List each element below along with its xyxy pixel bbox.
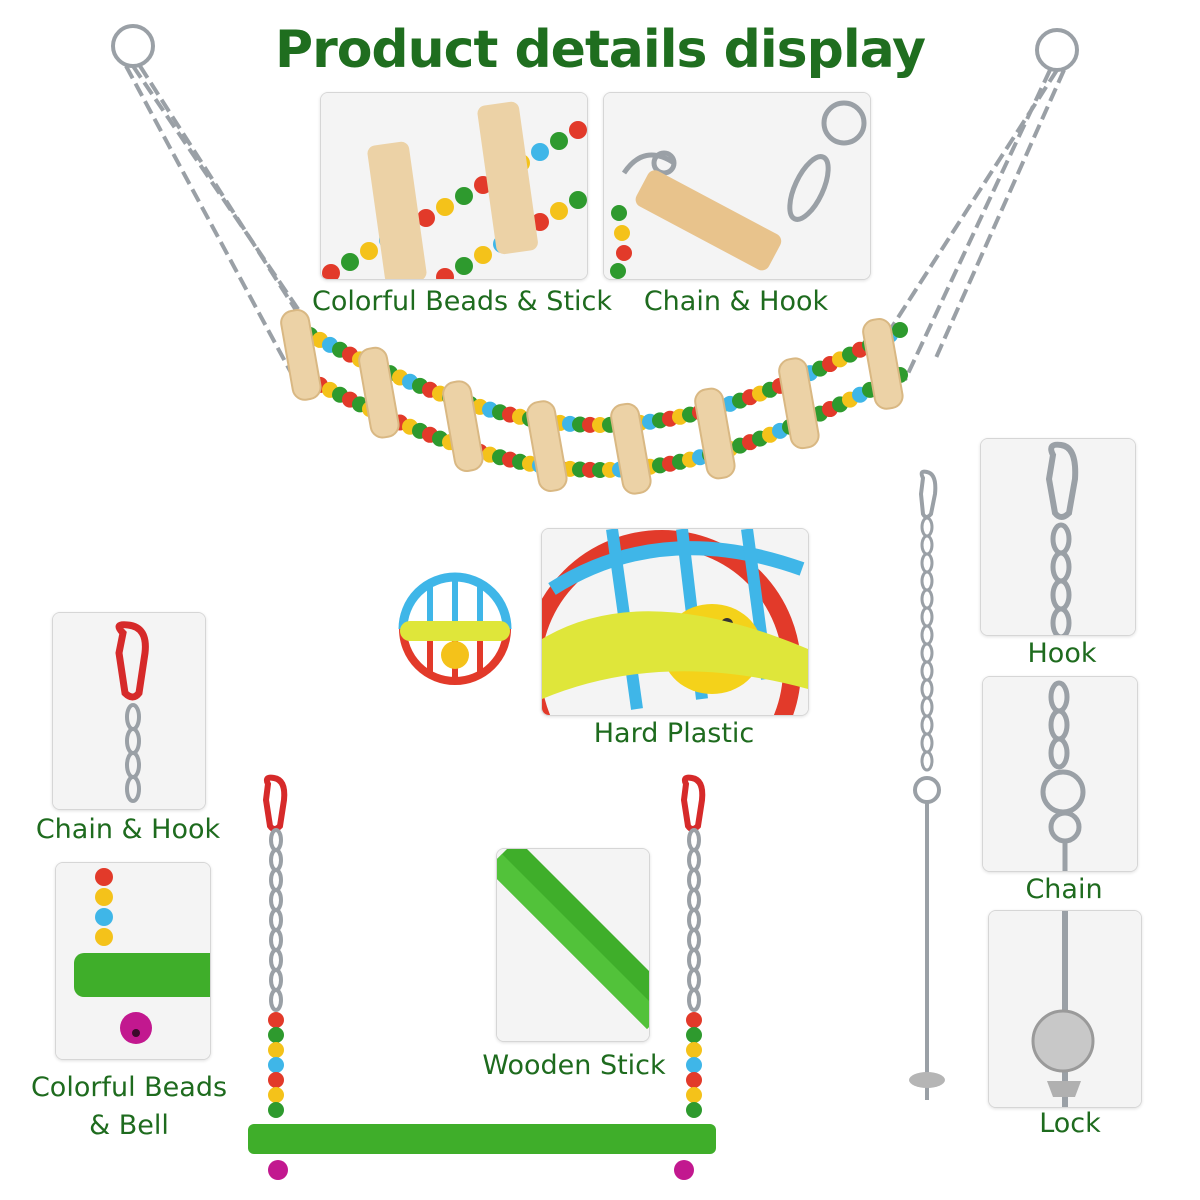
- wooden-stick-card: [496, 848, 650, 1042]
- chain-hook-left-card: [52, 612, 206, 810]
- chain-card: [982, 676, 1138, 872]
- ladder-bridge-image: [111, 24, 1079, 495]
- beads-stick-label: Colorful Beads & Stick: [312, 286, 613, 317]
- lock-nut-closeup-icon: [989, 911, 1141, 1107]
- green-stick-closeup-icon: [497, 849, 649, 1041]
- chain-hook-closeup-icon: [604, 93, 870, 279]
- hook-closeup-icon: [981, 439, 1135, 635]
- hard-plastic-card: [541, 528, 809, 716]
- right-hanging-chains: [888, 28, 1079, 381]
- page-title: Product details display: [274, 20, 926, 80]
- beads-stick-card: [320, 92, 588, 280]
- skewer-holder-image: [909, 469, 945, 1100]
- hard-plastic-label: Hard Plastic: [593, 718, 755, 749]
- chain-ring-closeup-icon: [983, 677, 1137, 871]
- small-ball-image: [398, 572, 512, 685]
- perch-swing-image: [248, 774, 716, 1180]
- chain-hook-left-label: Chain & Hook: [35, 814, 221, 845]
- plastic-ball-closeup-icon: [542, 529, 808, 715]
- beads-bell-label-line1: Colorful Beads: [30, 1072, 228, 1103]
- chain-label: Chain: [1025, 874, 1103, 905]
- wooden-stick-label: Wooden Stick: [482, 1050, 666, 1081]
- carabiner-chain-icon: [53, 613, 205, 809]
- hook-label: Hook: [1027, 638, 1097, 669]
- chain-hook-top-card: [603, 92, 871, 280]
- left-hanging-chains: [111, 24, 317, 381]
- hook-card: [980, 438, 1136, 636]
- beads-stick-closeup-icon: [321, 93, 587, 279]
- beads-bell-closeup-icon: [56, 863, 210, 1059]
- beads-bell-label-line2: & Bell: [89, 1110, 169, 1141]
- lock-card: [988, 910, 1142, 1108]
- chain-hook-top-label: Chain & Hook: [643, 286, 829, 317]
- lock-label: Lock: [1039, 1108, 1101, 1139]
- beads-bell-card: [55, 862, 211, 1060]
